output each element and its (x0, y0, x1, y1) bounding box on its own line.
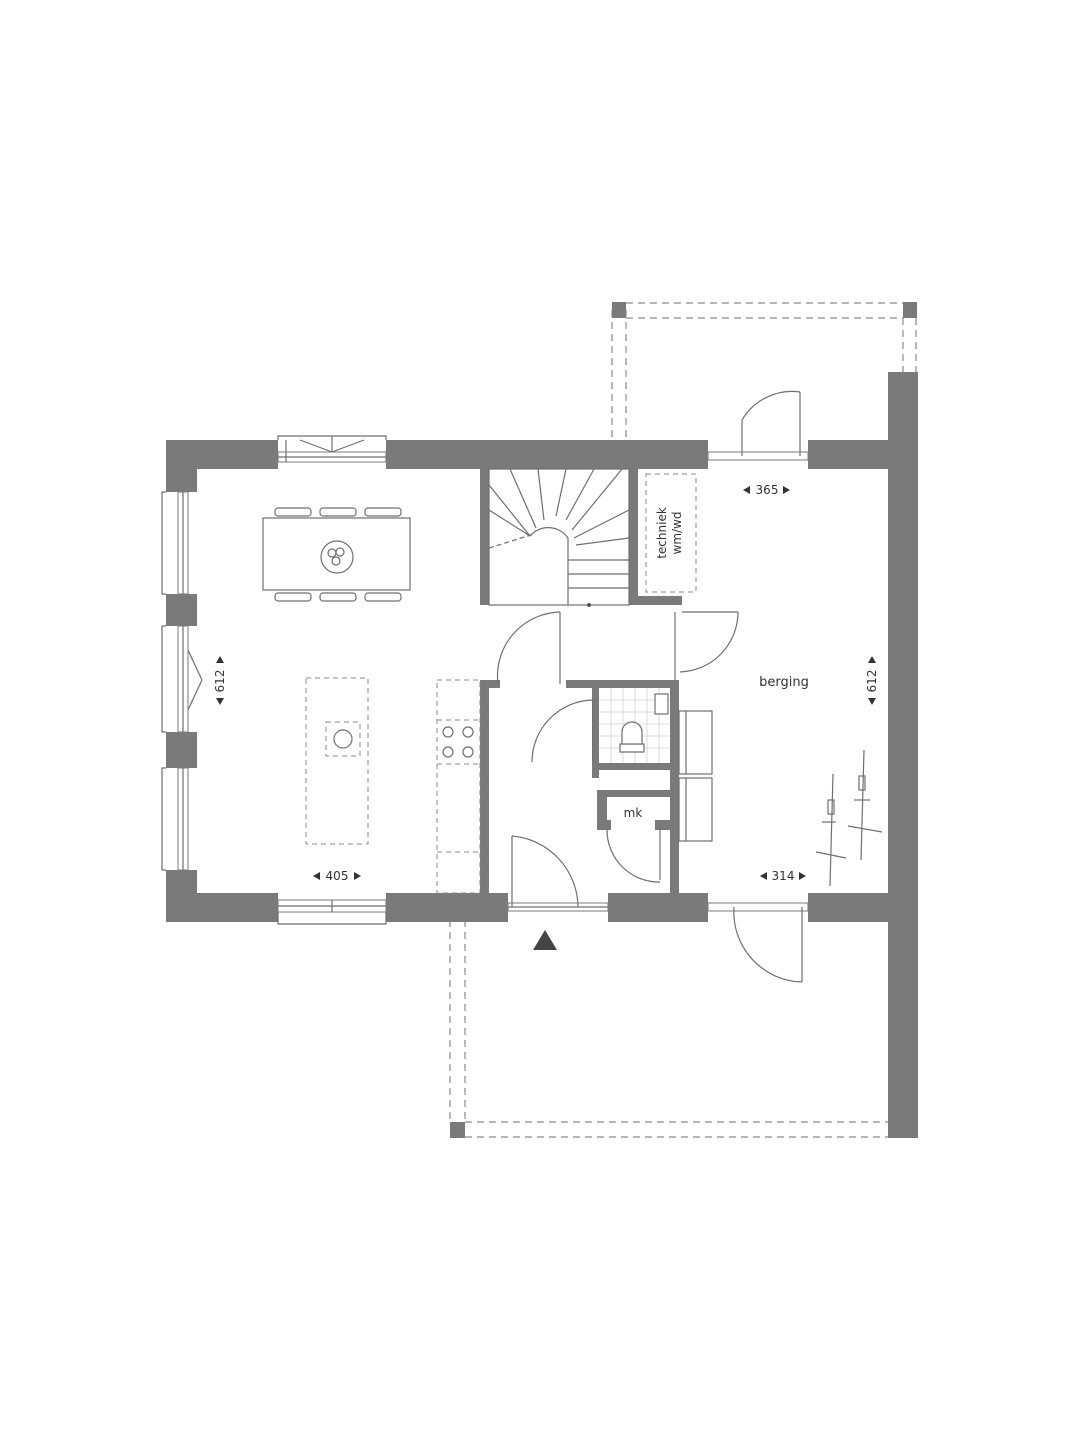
dimension-storage-depth: 612 (865, 670, 879, 693)
doors (496, 390, 803, 983)
entrance-marker (533, 930, 557, 950)
room-label-storage: berging (759, 675, 809, 690)
dimension-storage-width-top: 365 (756, 483, 779, 497)
kitchen-counter (436, 679, 481, 894)
staircase (488, 468, 630, 607)
walls (166, 302, 918, 1138)
dimension-storage-width-bottom: 314 (772, 869, 795, 883)
kitchen-island (305, 677, 369, 845)
bicycles (815, 749, 883, 887)
room-label-washer-dryer: wm/wd (670, 512, 684, 555)
windows (161, 435, 809, 925)
room-label-meter-cupboard: mk (624, 806, 643, 820)
dimension-living-width: 405 (326, 869, 349, 883)
washer-dryer (678, 710, 713, 842)
dimension-living-depth: 612 (213, 670, 227, 693)
dining-table (262, 507, 411, 602)
room-label-technical: techniek (655, 507, 669, 559)
toilet-room (599, 688, 670, 763)
dashed-outlines (449, 302, 917, 1138)
technical-cupboard (645, 473, 697, 593)
dimension-arrows (216, 486, 876, 880)
